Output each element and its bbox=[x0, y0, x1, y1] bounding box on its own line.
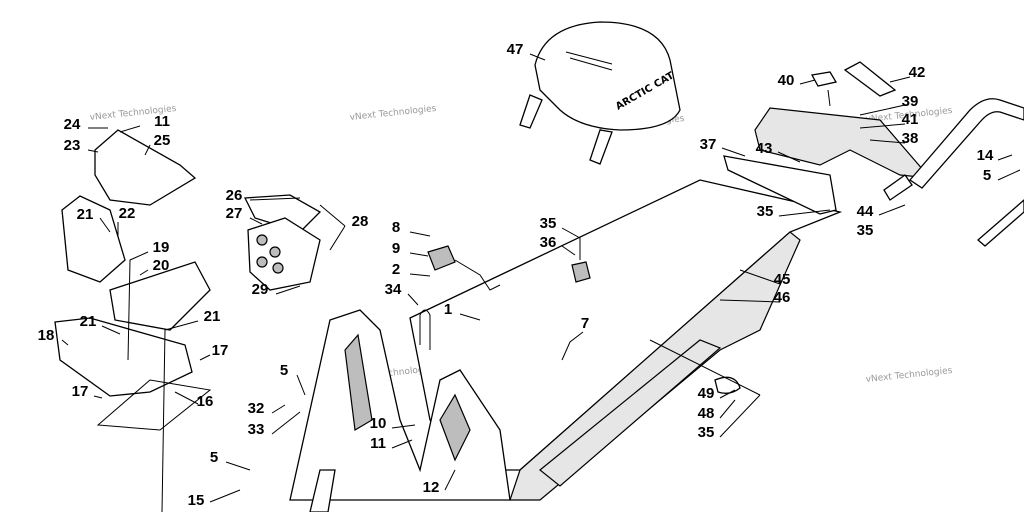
callout-8: 8 bbox=[392, 219, 400, 236]
callout-11: 11 bbox=[370, 435, 386, 452]
callout-40: 40 bbox=[778, 72, 795, 89]
callout-34: 34 bbox=[385, 281, 402, 298]
grab-handle bbox=[843, 61, 897, 97]
callout-7: 7 bbox=[581, 315, 589, 332]
shroud-support bbox=[243, 194, 322, 233]
callout-17: 17 bbox=[212, 342, 229, 359]
tunnel-chassis bbox=[289, 155, 843, 512]
callout-49: 49 bbox=[698, 385, 715, 402]
callout-21: 21 bbox=[204, 308, 221, 325]
callout-15: 15 bbox=[188, 492, 205, 509]
callout-39: 39 bbox=[902, 93, 919, 110]
steering-post bbox=[309, 469, 336, 512]
watermark: vNext Technologies bbox=[865, 366, 953, 385]
group-bracket-16 bbox=[96, 379, 212, 431]
callout-19: 19 bbox=[153, 239, 170, 256]
callout-12: 12 bbox=[423, 479, 440, 496]
callout-33: 33 bbox=[248, 421, 265, 438]
rear-bumper-tube bbox=[909, 98, 1024, 247]
watermark: vNext Technologies bbox=[349, 104, 437, 123]
steering-bracket bbox=[61, 195, 126, 283]
callout-42: 42 bbox=[909, 64, 926, 81]
callout-35: 35 bbox=[698, 424, 715, 441]
callout-14: 14 bbox=[977, 147, 994, 164]
callout-11: 11 bbox=[154, 113, 170, 130]
callout-35: 35 bbox=[857, 222, 874, 239]
callout-26: 26 bbox=[226, 187, 243, 204]
callout-32: 32 bbox=[248, 400, 265, 417]
hood-bracket bbox=[94, 129, 197, 206]
callout-37: 37 bbox=[700, 136, 717, 153]
bumper-tube bbox=[909, 98, 1024, 189]
callout-22: 22 bbox=[119, 205, 136, 222]
snow-flap-rod bbox=[883, 174, 913, 201]
voltage-regulator bbox=[427, 245, 456, 271]
callout-20: 20 bbox=[153, 257, 170, 274]
callout-44: 44 bbox=[857, 203, 874, 220]
callout-1: 1 bbox=[444, 301, 452, 318]
seat-assembly: ARCTIC CAT bbox=[519, 21, 681, 165]
callout-29: 29 bbox=[252, 281, 269, 298]
callout-5: 5 bbox=[210, 449, 218, 466]
callout-21: 21 bbox=[77, 206, 94, 223]
callout-5: 5 bbox=[280, 362, 288, 379]
callout-21: 21 bbox=[80, 313, 97, 330]
heat-shield-parts bbox=[243, 194, 322, 291]
air-box-plate bbox=[247, 217, 321, 291]
bulkhead-brace bbox=[109, 261, 211, 331]
front-skid-plate bbox=[54, 317, 193, 397]
callout-38: 38 bbox=[902, 130, 919, 147]
leader-lines bbox=[61, 53, 1021, 512]
callout-16: 16 bbox=[197, 393, 214, 410]
seat bbox=[534, 21, 681, 131]
callout-27: 27 bbox=[226, 205, 243, 222]
regulator-parts bbox=[419, 245, 741, 394]
callout-48: 48 bbox=[698, 405, 715, 422]
callout-47: 47 bbox=[507, 41, 524, 58]
callout-45: 45 bbox=[774, 271, 791, 288]
callout-25: 25 bbox=[154, 132, 171, 149]
frame-opening bbox=[439, 393, 471, 462]
tunnel-side-rail bbox=[509, 231, 801, 501]
rear-flap-assembly bbox=[754, 61, 932, 201]
callout-43: 43 bbox=[756, 140, 773, 157]
callout-35: 35 bbox=[540, 215, 557, 232]
callout-10: 10 bbox=[370, 415, 387, 432]
callout-17: 17 bbox=[72, 383, 89, 400]
callout-18: 18 bbox=[38, 327, 55, 344]
tunnel-side-vents bbox=[539, 339, 722, 487]
callout-23: 23 bbox=[64, 137, 81, 154]
callout-28: 28 bbox=[352, 213, 369, 230]
callout-36: 36 bbox=[540, 234, 557, 251]
callout-24: 24 bbox=[64, 116, 81, 133]
callout-5: 5 bbox=[983, 167, 991, 184]
callout-9: 9 bbox=[392, 240, 400, 257]
callout-35: 35 bbox=[757, 203, 774, 220]
rear-flap bbox=[754, 107, 932, 179]
front-left-parts bbox=[54, 129, 212, 431]
callout-41: 41 bbox=[902, 111, 919, 128]
frame-opening bbox=[344, 333, 373, 431]
callout-2: 2 bbox=[392, 261, 400, 278]
callout-46: 46 bbox=[774, 289, 791, 306]
tunnel-rear-bumper bbox=[723, 155, 837, 215]
